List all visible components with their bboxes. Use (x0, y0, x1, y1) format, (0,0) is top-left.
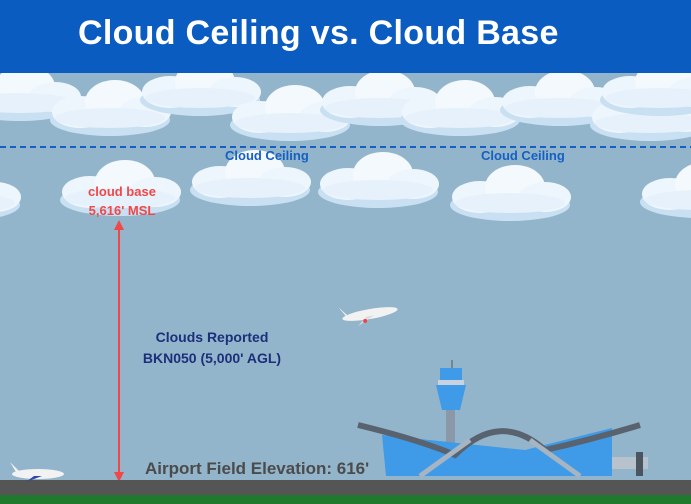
scene-illustration (0, 73, 691, 504)
cloud-base-title: cloud base (88, 184, 156, 199)
grass (0, 495, 691, 504)
airplane-ground-icon (10, 462, 64, 482)
clouds-reported-value: BKN050 (5,000' AGL) (142, 350, 282, 366)
clouds-reported-title: Clouds Reported (155, 329, 269, 345)
cloud-ceiling-label: Cloud Ceiling (225, 148, 309, 163)
control-tower (436, 360, 466, 465)
cloud-base-label: cloud base 5,616' MSL (72, 182, 172, 220)
title-banner: Cloud Ceiling vs. Cloud Base (0, 0, 691, 73)
page-title: Cloud Ceiling vs. Cloud Base (78, 14, 559, 52)
airplane-flying-icon (338, 307, 398, 327)
cloud-base-arrow (114, 220, 124, 482)
field-elevation-label: Airport Field Elevation: 616' (145, 459, 370, 478)
runway (0, 480, 691, 495)
airport-terminal (357, 422, 648, 479)
cloud-ceiling-label: Cloud Ceiling (481, 148, 565, 163)
clouds-reported-label: Clouds Reported BKN050 (5,000' AGL) (132, 327, 292, 369)
cloud-layer-top (0, 73, 691, 141)
cloud-base-value: 5,616' MSL (88, 203, 156, 218)
